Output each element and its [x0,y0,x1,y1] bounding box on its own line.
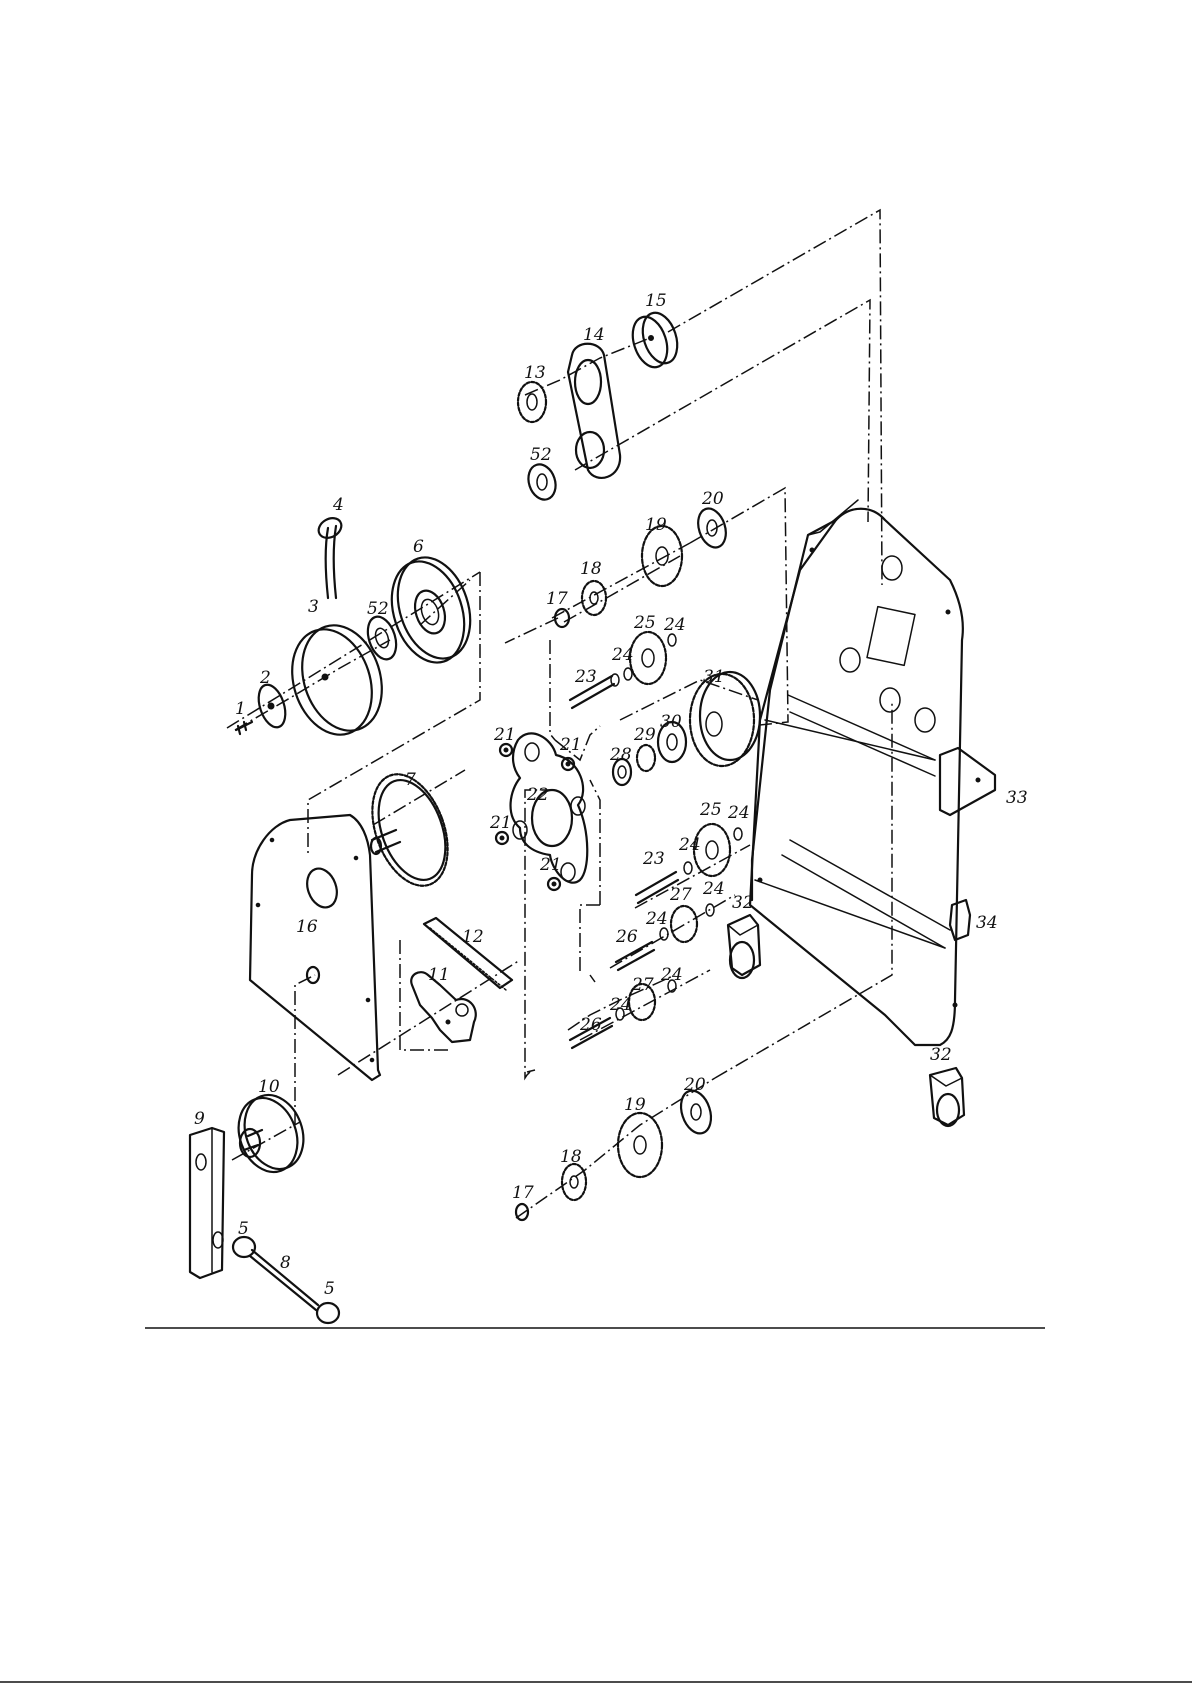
callout-label: 21 [539,855,562,875]
bracket-33 [940,748,995,815]
callout-label: 19 [624,1095,646,1115]
pulley-15 [627,308,684,371]
callout-label: 23 [642,849,665,869]
gear-train-lower [516,1087,716,1220]
assembly-leader-lines [227,210,892,1218]
callout-label: 21 [489,813,512,833]
callout-label: 21 [493,725,516,745]
callout-label: 10 [258,1077,280,1097]
callout-label: 18 [580,559,602,579]
callout-label: 31 [703,667,725,687]
callout-label: 3 [308,597,319,617]
caster-32-middle [728,915,760,978]
callout-label: 20 [683,1075,706,1095]
callout-label: 32 [930,1045,952,1065]
callout-label: 2 [259,668,271,688]
callout-label: 24 [645,909,668,929]
callout-label: 1 [235,699,246,719]
callout-label: 52 [530,445,552,465]
part-29 [637,745,655,771]
callout-label: 23 [574,667,597,687]
caster-32-frame [930,1068,964,1126]
callout-label: 17 [512,1183,534,1203]
handle-34 [950,900,970,940]
callout-label: 18 [560,1147,582,1167]
block-9 [190,1128,224,1278]
callout-label: 52 [367,599,389,619]
callout-label: 19 [645,515,667,535]
callout-label: 12 [462,927,484,947]
chain-tensioner-14 [568,344,620,478]
callout-label: 24 [609,995,632,1015]
callout-label: 24 [660,965,683,985]
callout-label: 24 [702,879,725,899]
callout-label: 16 [296,917,318,937]
callout-label: 26 [579,1015,602,1035]
callout-label: 24 [611,645,634,665]
callout-label: 20 [701,489,724,509]
callout-label: 22 [526,785,549,805]
callout-label: 27 [631,975,654,995]
callout-label: 21 [559,735,582,755]
callout-label: 25 [699,800,722,820]
callout-label: 11 [428,965,450,985]
callout-labels: 1 2 3 4 5 5 6 7 8 9 10 11 12 13 14 15 16… [194,291,1028,1299]
callout-label: 24 [663,615,686,635]
callout-label: 5 [238,1219,249,1239]
callout-label: 5 [324,1279,335,1299]
callout-label: 29 [633,725,656,745]
callout-label: 24 [678,835,701,855]
callout-label: 27 [669,885,692,905]
callout-label: 33 [1006,788,1028,808]
callout-label: 24 [727,803,750,823]
callout-label: 6 [413,537,424,557]
bearing-52-top [524,461,560,503]
callout-label: 9 [194,1109,205,1129]
handwheel-assembly [236,514,482,745]
callout-label: 32 [732,893,754,913]
callout-label: 17 [546,589,568,609]
callout-label: 30 [660,712,682,732]
callout-label: 25 [633,613,656,633]
callout-label: 14 [583,325,605,345]
callout-label: 8 [280,1253,291,1273]
gear-31 [690,672,760,766]
callout-label: 15 [645,291,667,311]
sprocket-13 [518,382,546,422]
callout-label: 26 [615,927,638,947]
callout-label: 7 [405,770,416,790]
callout-label: 28 [609,745,632,765]
callout-label: 34 [976,913,998,933]
callout-label: 13 [524,363,546,383]
cover-plate [250,815,380,1080]
callout-label: 4 [332,495,344,515]
bracket-10 [229,1087,314,1181]
main-frame [750,500,963,1045]
